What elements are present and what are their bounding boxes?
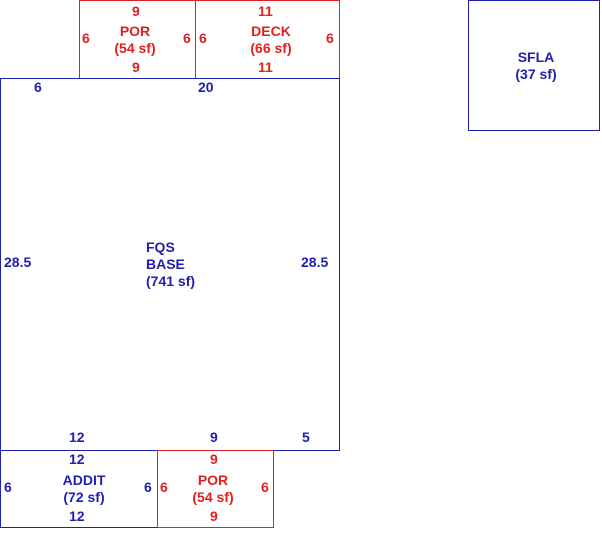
base-line2: BASE (146, 256, 185, 272)
deck-top-dim: 11 (258, 3, 273, 19)
addit-name: ADDIT (62, 472, 106, 488)
deck-right-dim: 6 (326, 30, 334, 46)
base-left-dim: 28.5 (4, 254, 32, 270)
porch-top-name: POR (119, 23, 151, 39)
sfla-area: (37 sf) (515, 66, 557, 82)
sfla-outline (468, 0, 600, 131)
base-line1: FQS (146, 239, 175, 255)
sfla-name: SFLA (517, 49, 555, 65)
porch-top-right-dim: 6 (183, 30, 191, 46)
porch-top-top-dim: 9 (132, 3, 140, 19)
porch-top-area: (54 sf) (114, 40, 156, 56)
base-area: (741 sf) (146, 273, 196, 289)
porch-bottom-top-dim: 9 (210, 451, 218, 467)
addit-bottom-dim: 12 (69, 508, 85, 524)
porch-top-left-dim: 6 (82, 30, 90, 46)
porch-bottom-outline (157, 450, 274, 528)
base-bottom-dim-a: 12 (69, 429, 85, 445)
base-bottom-dim-b: 9 (210, 429, 218, 445)
porch-top-bottom-dim: 9 (132, 59, 140, 75)
base-top-right-dim: 20 (198, 79, 214, 95)
addit-right-dim: 6 (144, 479, 152, 495)
porch-bottom-bottom-dim: 9 (210, 508, 218, 524)
addit-top-dim: 12 (69, 451, 85, 467)
addit-left-dim: 6 (4, 479, 12, 495)
deck-name: DECK (251, 23, 291, 39)
deck-left-dim: 6 (199, 30, 207, 46)
base-right-dim: 28.5 (301, 254, 329, 270)
base-top-left-dim: 6 (34, 79, 42, 95)
deck-area: (66 sf) (250, 40, 292, 56)
porch-bottom-name: POR (197, 472, 229, 488)
deck-bottom-dim: 11 (258, 59, 273, 75)
porch-bottom-area: (54 sf) (192, 489, 234, 505)
base-bottom-dim-c: 5 (302, 429, 310, 445)
porch-bottom-right-dim: 6 (261, 479, 269, 495)
addit-area: (72 sf) (63, 489, 105, 505)
porch-bottom-left-dim: 6 (160, 479, 168, 495)
